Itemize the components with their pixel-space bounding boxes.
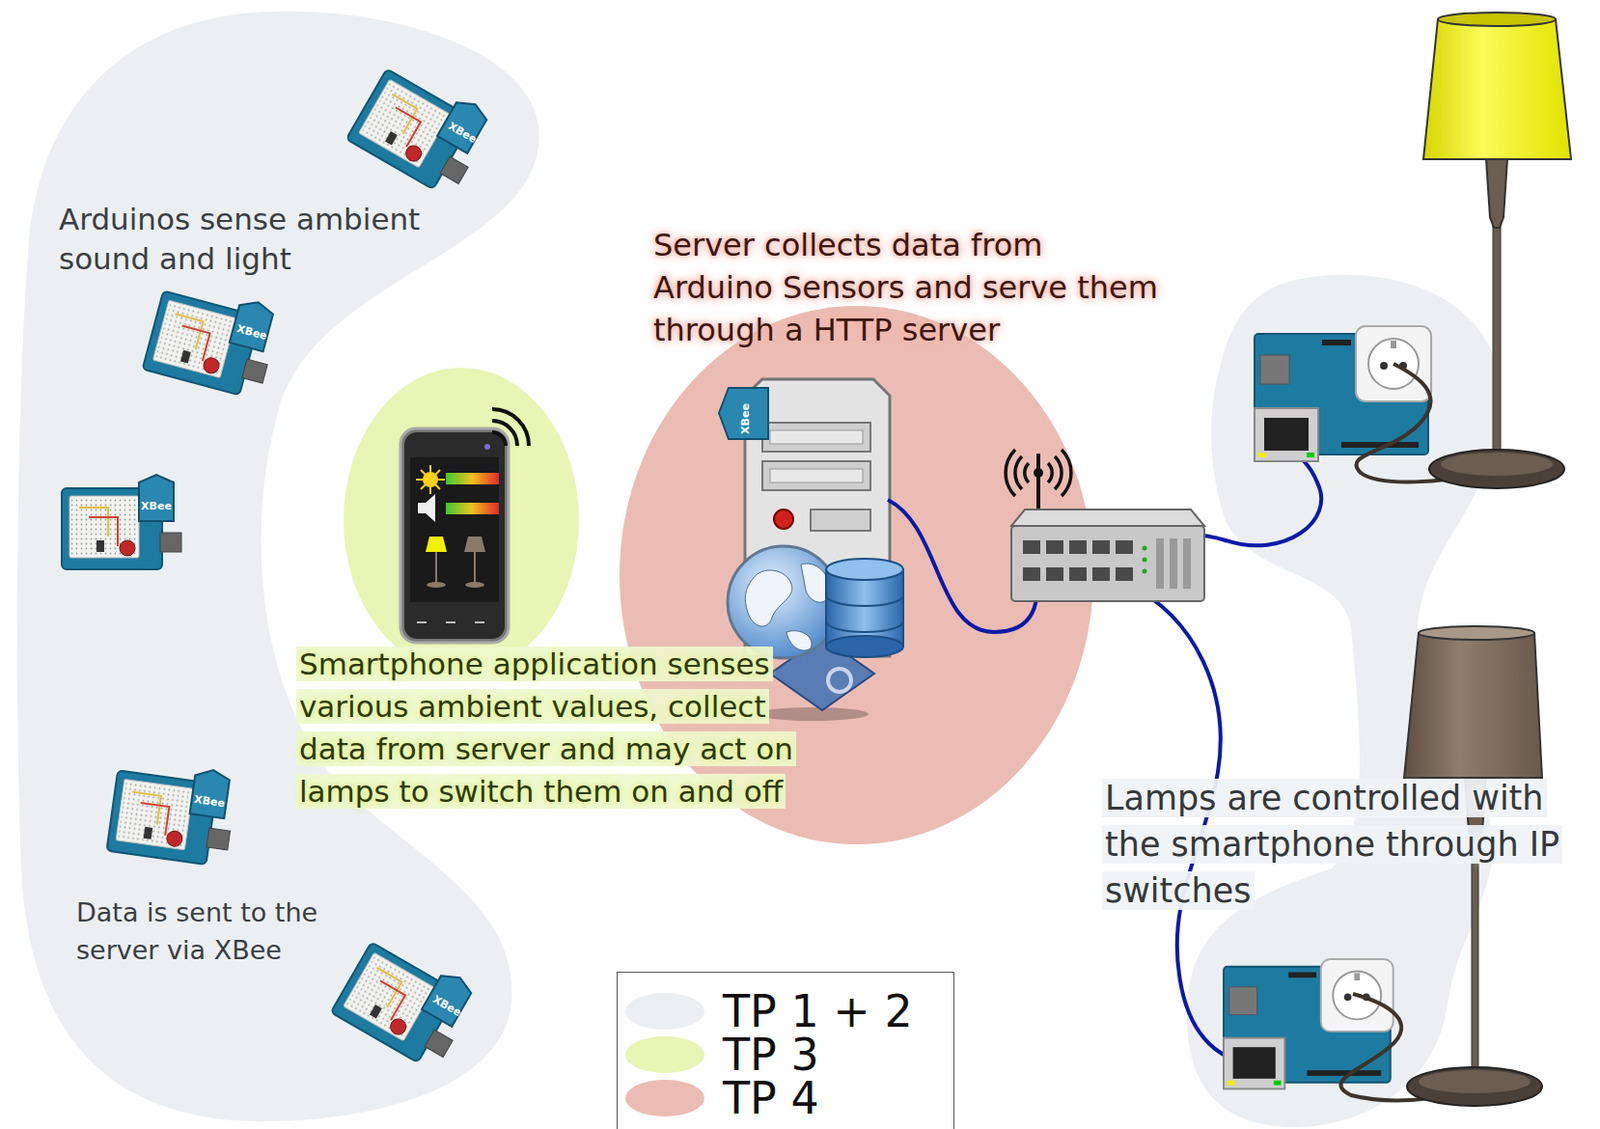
region-fill	[343, 367, 580, 673]
text-block: Arduinos sense ambient sound and light	[58, 199, 465, 279]
module-label: XBee	[445, 119, 479, 145]
region-text: Arduinos sense ambient sound and light	[58, 201, 420, 276]
region-text: Server collects data from Arduino Sensor…	[653, 226, 1159, 349]
legend-swatch	[625, 1079, 705, 1117]
text-block: Server collects data from Arduino Sensor…	[653, 223, 1165, 352]
module-label: XBee	[193, 794, 226, 810]
module-label: XBee	[140, 500, 172, 513]
region-fill	[17, 11, 540, 1122]
legend-text: TP 3	[722, 1032, 820, 1077]
legend-row: TP 4	[617, 1075, 954, 1121]
text-block: Smartphone application senses various am…	[296, 642, 842, 813]
legend-swatch	[625, 993, 705, 1030]
module-label: XBee	[740, 403, 752, 435]
region-text: Smartphone application senses various am…	[296, 646, 797, 809]
region-blob: Lamps are controlled with the smartphone…	[1183, 273, 1502, 1129]
legend-text: TP 4	[722, 1075, 820, 1121]
region-ellipse: Smartphone application senses various am…	[343, 367, 580, 673]
legend-swatch	[625, 1036, 705, 1074]
region-outline	[343, 367, 580, 673]
region-fill	[1186, 275, 1502, 1128]
region-outline	[1183, 273, 1502, 1129]
text-block: Lamps are controlled with the smartphone…	[1102, 774, 1600, 914]
legend-box: TP 1 + 2TP 3TP 4	[616, 971, 955, 1129]
router-icon	[1005, 449, 1205, 602]
legend-text: TP 1 + 2	[722, 989, 913, 1034]
module-label: XBee	[235, 323, 269, 343]
region-text: Lamps are controlled with the smartphone…	[1102, 778, 1563, 911]
module-label: XBee	[430, 993, 464, 1019]
legend-row: TP 1 + 2	[617, 989, 954, 1034]
text-block: Data is sent to the server via XBee	[76, 893, 386, 969]
region-blob: Arduinos sense ambient sound and lightDa…	[15, 9, 541, 1129]
smartphone-icon	[400, 409, 529, 643]
region-text: Data is sent to the server via XBee	[76, 897, 318, 966]
legend-row: TP 3	[617, 1032, 954, 1077]
